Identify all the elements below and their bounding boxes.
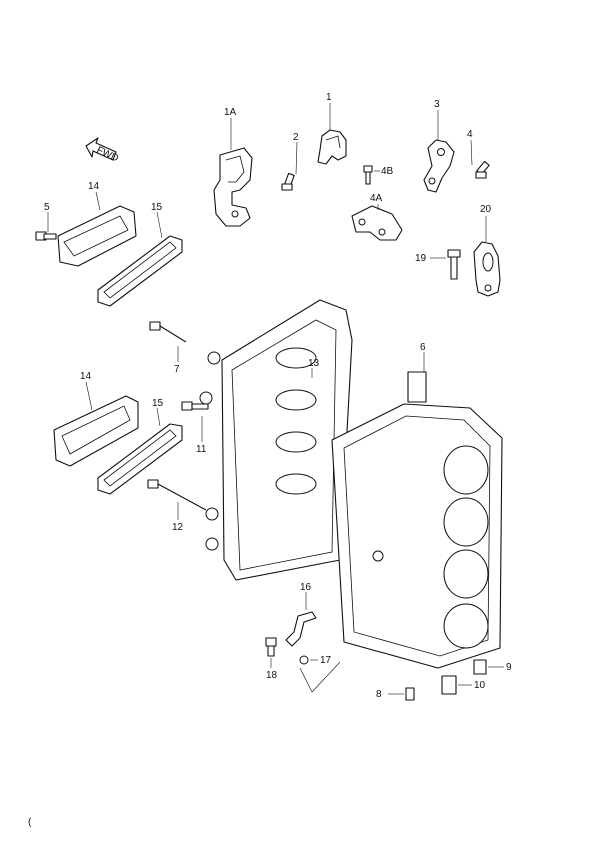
oring-17: 17: [299, 655, 341, 693]
gasket-15-top: 15: [97, 202, 183, 307]
crankcase-right: 6: [331, 342, 503, 669]
fwd-label: FWD: [95, 145, 120, 165]
callout-14-top: 14: [88, 181, 100, 192]
bracket-1a: 1A: [213, 107, 253, 227]
callout-10: 10: [474, 680, 486, 691]
screw-4: 4: [467, 129, 490, 179]
plug-9: 9: [473, 659, 512, 675]
callout-18: 18: [266, 670, 278, 681]
callout-15-mid: 15: [152, 398, 164, 409]
callout-15-top: 15: [151, 202, 163, 213]
fwd-arrow-icon: FWD: [85, 137, 120, 165]
clamp-1: 1: [317, 92, 347, 165]
lever-3: 3: [423, 99, 455, 193]
callout-17: 17: [320, 655, 332, 666]
callout-1a: 1A: [224, 107, 237, 118]
callout-4: 4: [467, 129, 473, 140]
callout-3: 3: [434, 99, 440, 110]
screw-4b: 4B: [363, 165, 394, 185]
callout-20: 20: [480, 204, 492, 215]
plate-4a: 4A: [351, 193, 403, 241]
callout-9: 9: [506, 662, 512, 673]
cylinder-block-left: 13: [199, 299, 353, 581]
callout-4a: 4A: [370, 193, 383, 204]
bolt-18: 18: [265, 637, 278, 681]
bolt-12: 12: [147, 479, 207, 533]
callout-1: 1: [326, 92, 332, 103]
bracket-20: 20: [473, 204, 501, 297]
callout-12: 12: [172, 522, 184, 533]
callout-5: 5: [44, 202, 50, 213]
plug-8: 8: [376, 687, 415, 701]
pipe-16: 16: [285, 582, 317, 647]
callout-8: 8: [376, 689, 382, 700]
bolt-2: 2: [281, 132, 299, 191]
bolt-19: 19: [415, 249, 461, 280]
cover-14-mid: 14: [53, 371, 139, 467]
bolt-11: 11: [181, 401, 209, 455]
callout-13: 13: [308, 358, 320, 369]
callout-16: 16: [300, 582, 312, 593]
callout-6: 6: [420, 342, 426, 353]
footer-mark: (: [28, 817, 32, 828]
callout-19: 19: [415, 253, 427, 264]
callout-4b: 4B: [381, 166, 394, 177]
callout-11: 11: [196, 444, 207, 455]
bolt-7: 7: [149, 321, 187, 375]
callout-2: 2: [293, 132, 299, 143]
callout-7: 7: [174, 364, 180, 375]
cover-14-top: 14: [57, 181, 137, 267]
callout-14-mid: 14: [80, 371, 92, 382]
screw-5: 5: [35, 202, 57, 241]
plug-10: 10: [441, 675, 486, 695]
gasket-15-mid: 15: [97, 398, 183, 495]
